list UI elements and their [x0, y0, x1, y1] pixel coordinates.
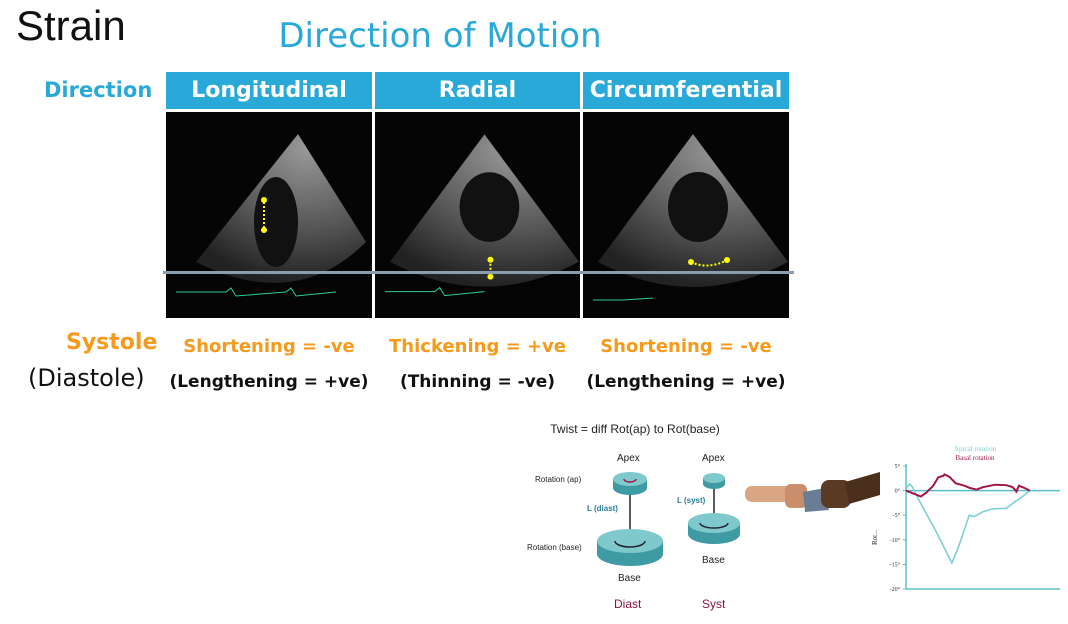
y-tick-label: -5° — [893, 512, 901, 519]
y-tick-label: 5° — [895, 463, 901, 470]
slide-subtitle: Direction of Motion — [278, 16, 602, 56]
legend-apical: Apical rotation — [954, 445, 997, 453]
diastole-label: (Diastole) — [28, 364, 145, 392]
echo-image-longitudinal — [166, 112, 372, 318]
series-line-basal — [905, 473, 1031, 498]
header-circumferential: Circumferential — [583, 72, 789, 109]
y-tick-label: -10° — [890, 537, 901, 544]
systole-radial: Thickening = +ve — [389, 336, 566, 357]
echo-image-radial — [375, 112, 580, 318]
diast-label: Diast — [614, 597, 642, 611]
twist-cylinders-icon — [597, 472, 740, 566]
twisting-hands-photo — [745, 472, 880, 512]
diastole-circumferential: (Lengthening = +ve) — [586, 372, 786, 392]
diastole-longitudinal: (Lengthening = +ve) — [169, 372, 369, 392]
slide-title: Strain — [16, 2, 126, 49]
header-longitudinal: Longitudinal — [166, 72, 372, 109]
direction-label: Direction — [44, 78, 153, 102]
y-axis-label: Rot... — [871, 529, 879, 545]
systole-longitudinal: Shortening = -ve — [183, 336, 355, 357]
y-tick-label: -15° — [890, 561, 901, 568]
echo-image-circumferential — [583, 112, 789, 318]
diastole-radial: (Thinning = -ve) — [399, 372, 556, 392]
header-radial: Radial — [375, 72, 580, 109]
apex-label-syst: Apex — [702, 453, 725, 464]
syst-label: Syst — [702, 597, 726, 611]
legend-basal: Basal rotation — [955, 454, 995, 462]
base-label-diast: Base — [618, 573, 641, 584]
twist-title: Twist = diff Rot(ap) to Rot(base) — [550, 422, 720, 436]
y-tick-label: -20° — [890, 586, 901, 593]
rotation-base-label: Rotation (base) — [527, 543, 582, 552]
base-label-syst: Base — [702, 555, 725, 566]
series-line-apical — [905, 483, 1031, 565]
systole-circumferential: Shortening = -ve — [600, 336, 772, 357]
apex-label-diast: Apex — [617, 453, 640, 464]
rotation-ap-label: Rotation (ap) — [535, 475, 582, 484]
rotation-chart: 5° 0° -5° -10° -15° -20° Rot... Apical rotation… — [871, 445, 1060, 593]
l-diast-label: L (diast) — [587, 504, 618, 513]
y-tick-label: 0° — [895, 488, 901, 495]
twist-diagram: Twist = diff Rot(ap) to Rot(base) Apex A… — [520, 415, 750, 620]
l-syst-label: L (syst) — [677, 496, 706, 505]
divider-line — [163, 271, 794, 274]
systole-label: Systole — [66, 330, 158, 355]
